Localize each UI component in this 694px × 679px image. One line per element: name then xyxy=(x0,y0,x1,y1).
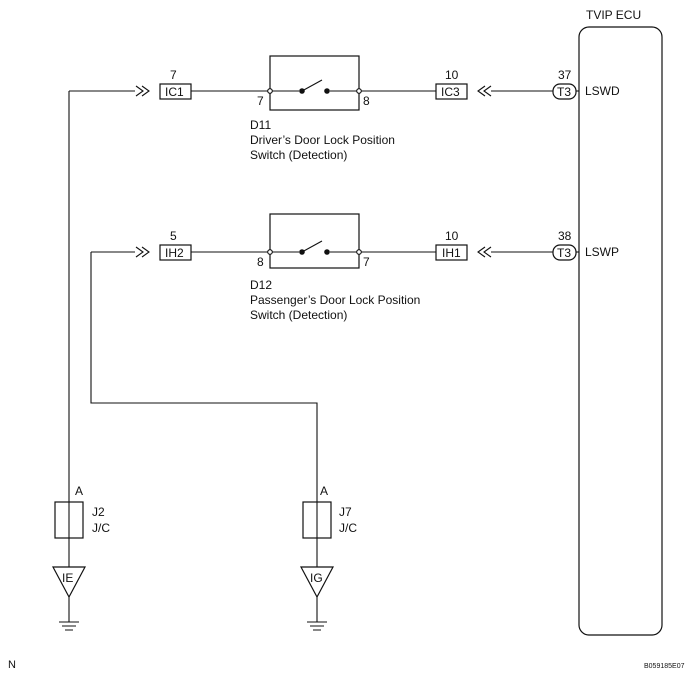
ground-point-icon xyxy=(300,566,334,599)
connector-code: IC3 xyxy=(441,85,460,99)
switch-contact xyxy=(324,88,330,94)
switch-name-line2: Switch (Detection) xyxy=(250,308,347,322)
ground-code: IE xyxy=(62,571,73,585)
switch-blade-icon xyxy=(301,79,323,92)
connector-code: IC1 xyxy=(165,85,184,99)
switch-blade-icon xyxy=(301,240,323,253)
connector-code: IH2 xyxy=(165,246,184,260)
figure-id: B059185E07 xyxy=(644,663,685,670)
ecu-signal-lswp: LSWP xyxy=(585,245,619,259)
connector-code: IH1 xyxy=(442,246,461,260)
junction-j2: A J2 J/C IE xyxy=(52,484,110,631)
circuit-driver: IC1 7 7 8 D11 Driver’s Door Lock Positio… xyxy=(68,55,579,502)
junction-type: J/C xyxy=(339,521,357,535)
connector-number: 10 xyxy=(445,229,459,243)
ecu-connector: T3 xyxy=(557,85,571,99)
switch-d11-body xyxy=(269,55,360,111)
footer-code: N xyxy=(8,659,16,671)
ground-code: IG xyxy=(310,571,323,585)
pin-dot xyxy=(356,249,362,255)
junction-id: J7 xyxy=(339,505,352,519)
connector-ic3 xyxy=(435,83,468,100)
wire xyxy=(90,252,318,502)
female-terminal-arrow-icon xyxy=(477,246,492,258)
connector-number: 10 xyxy=(445,68,459,82)
switch-contact xyxy=(324,249,330,255)
ground-point-icon xyxy=(52,566,86,599)
pin-dot xyxy=(356,88,362,94)
tvip-ecu: TVIP ECU LSWD LSWP xyxy=(578,8,663,636)
junction-terminal: A xyxy=(75,484,83,498)
ground-symbol-icon xyxy=(307,597,327,631)
switch-name-line1: Driver’s Door Lock Position xyxy=(250,133,395,147)
ecu-pin-number: 38 xyxy=(558,229,572,243)
male-terminal-arrow-icon xyxy=(135,85,150,97)
switch-name-line1: Passenger’s Door Lock Position xyxy=(250,293,420,307)
switch-name-line2: Switch (Detection) xyxy=(250,148,347,162)
junction-id: J2 xyxy=(92,505,105,519)
ground-symbol-icon xyxy=(59,597,79,631)
switch-id: D12 xyxy=(250,278,272,292)
circuit-passenger: IH2 5 8 7 D12 Passenger’s Door Lock Posi… xyxy=(90,213,579,502)
pin-dot xyxy=(267,88,273,94)
ecu-pin-number: 37 xyxy=(558,68,572,82)
switch-pin-right: 7 xyxy=(363,255,370,269)
junction-terminal: A xyxy=(320,484,328,498)
ecu-body xyxy=(578,26,663,636)
ecu-title: TVIP ECU xyxy=(586,8,641,22)
junction-j7: A J7 J/C IG xyxy=(300,484,357,631)
male-terminal-arrow-icon xyxy=(135,246,150,258)
switch-pin-left: 7 xyxy=(257,94,264,108)
switch-id: D11 xyxy=(250,118,271,132)
ecu-signal-lswd: LSWD xyxy=(585,84,620,98)
ecu-connector: T3 xyxy=(557,246,571,260)
switch-pin-left: 8 xyxy=(257,255,264,269)
connector-number: 7 xyxy=(170,68,177,82)
junction-type: J/C xyxy=(92,521,110,535)
switch-pin-right: 8 xyxy=(363,94,370,108)
pin-dot xyxy=(267,249,273,255)
connector-ih1 xyxy=(435,244,468,261)
female-terminal-arrow-icon xyxy=(477,85,492,97)
connector-number: 5 xyxy=(170,229,177,243)
switch-d12-body xyxy=(269,213,360,269)
